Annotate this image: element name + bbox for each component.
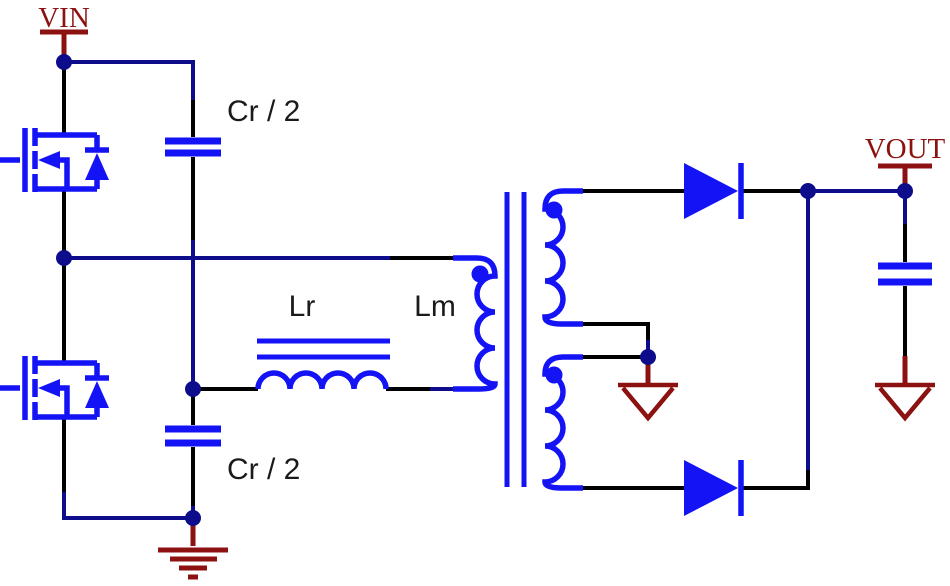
junction-dots [56,54,913,526]
cap-top-label: Cr / 2 [227,95,300,128]
junction-dot [800,183,816,199]
black-wires [62,66,907,506]
rectifier-diode-bottom [684,460,744,516]
center-tap-ground [618,360,678,422]
capacitor-icon [165,137,221,157]
resonant-inductor: Lr [255,290,390,390]
diode-triangle-icon [684,460,738,516]
wire-d2-cathode [743,470,810,490]
transformer-core-icon [504,192,527,487]
triangle-ground-icon [875,382,935,422]
navy-wires [62,60,907,520]
capacitor-icon [878,262,932,286]
capacitor-icon [165,425,221,447]
diode-triangle-icon [684,163,738,219]
triangle-ground-icon [618,382,678,422]
junction-dot [185,381,201,397]
resonant-capacitor-bottom: Cr / 2 [165,425,300,486]
earth-ground-icon [158,547,228,580]
junction-dot [897,183,913,199]
wire-vin-to-cap-branch [64,60,195,100]
inductor-coil-icon [255,370,389,390]
primary-polarity-dot-icon [471,265,489,283]
vout-port: VOUT [865,133,946,188]
wire-q2-to-ground [62,492,190,520]
junction-dot [640,349,656,365]
vout-label: VOUT [865,133,946,165]
junction-dot [56,54,72,70]
output-capacitor [878,262,932,286]
mosfet-low [0,356,109,420]
primary-earth-ground [158,521,228,580]
resonant-capacitor-top: Cr / 2 [165,95,300,157]
inductor-core-bars-icon [257,338,390,360]
rectifier-diode-top [684,163,744,219]
output-ground [875,356,935,422]
lm-label: Lm [414,290,456,323]
transformer: Lm [414,188,583,491]
vin-port: VIN [38,2,90,57]
junction-dot [56,250,72,266]
junction-dot [185,510,201,526]
secondary-top-polarity-dot-icon [545,201,563,219]
mosfet-high [0,128,109,192]
lr-label: Lr [289,290,316,323]
wire-sec1-to-tap [583,322,650,340]
primary-winding-icon [453,255,498,392]
secondary-bottom-polarity-dot-icon [545,366,563,384]
vin-label: VIN [38,2,90,34]
cap-bottom-label: Cr / 2 [227,453,300,486]
